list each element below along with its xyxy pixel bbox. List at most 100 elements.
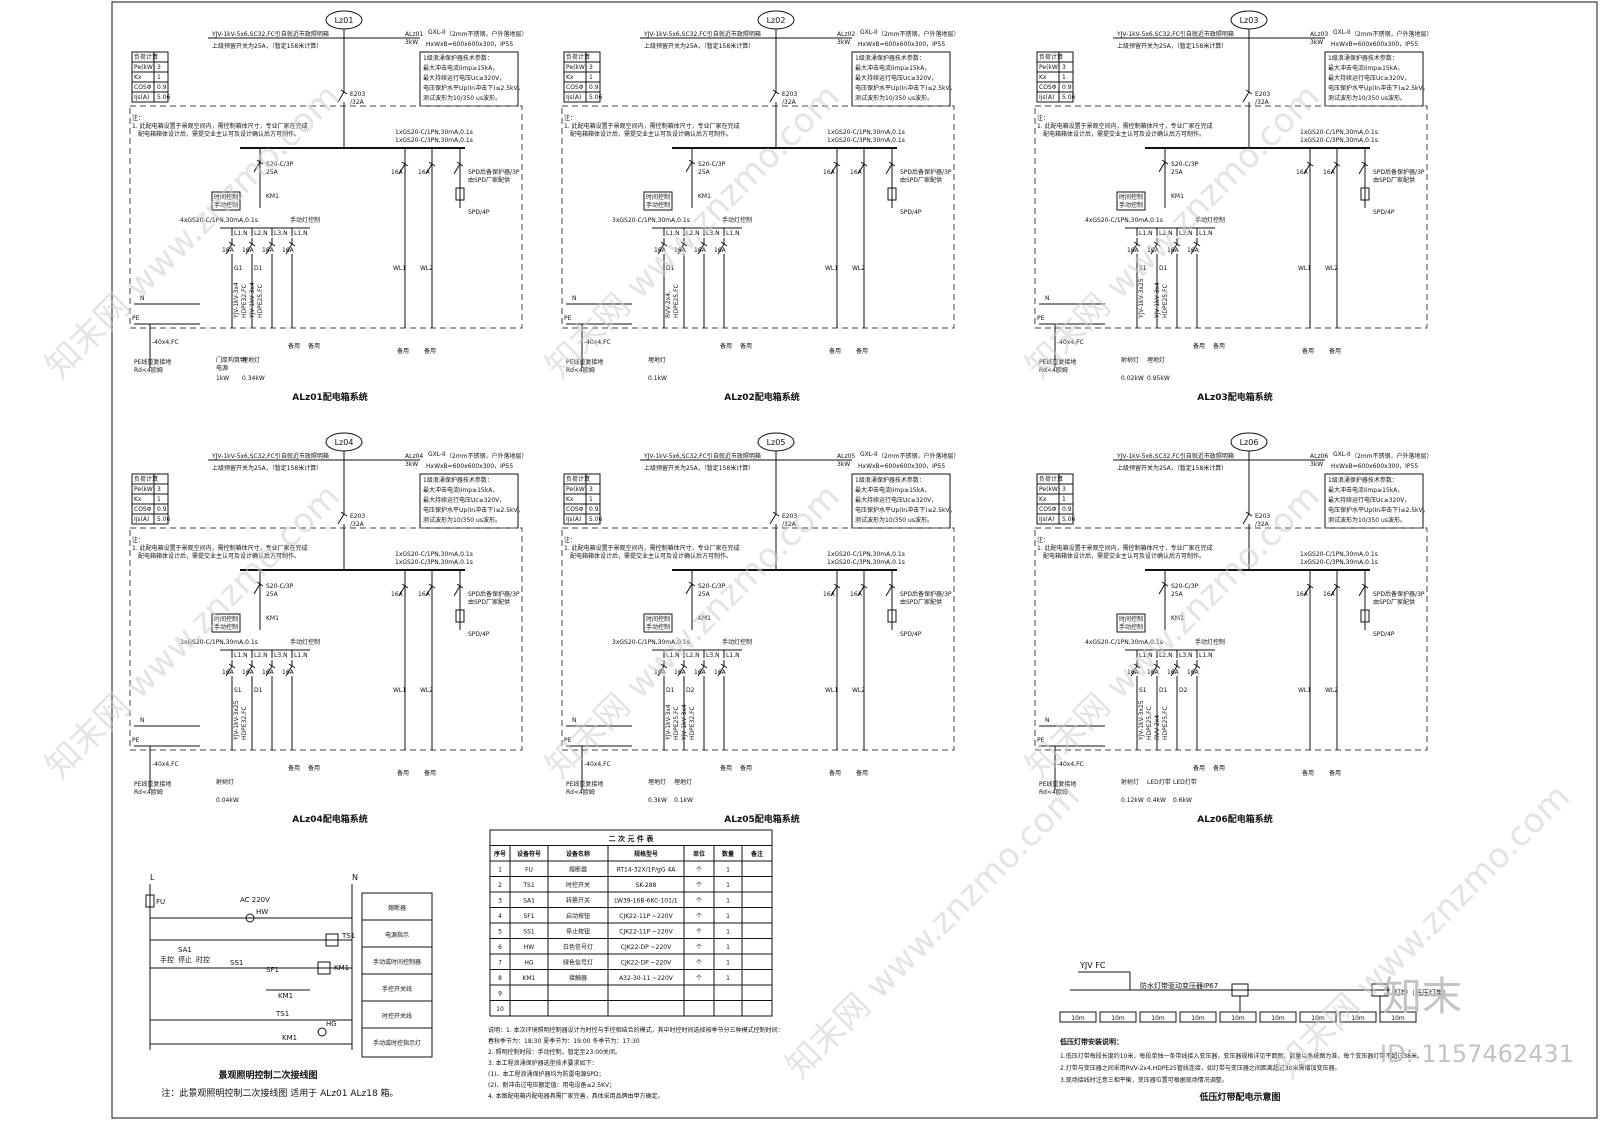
box-title: ALz05配电箱系统 [724,813,799,825]
phase-label: L1,N [666,652,680,659]
load-value: 1 [157,496,161,503]
circuit-code: S1 [234,687,242,694]
table-cell: 1 [726,960,730,967]
spare-label: 备用 [720,764,732,772]
cable-label: HDPE32,FC [241,284,248,318]
table-cell: 接触器 [569,974,587,982]
wl-breaker-blade [830,163,838,175]
box-dims-label: HxWxB=600x600x300，IP55 [858,41,945,48]
load-key: Kx [566,74,574,81]
wl-breaker-cross [833,583,841,589]
wl-label: WL2 [852,265,865,272]
load-name: 射树灯 [1121,778,1139,786]
wl-label: WL1 [1298,687,1311,694]
wl-breaker-blade [425,163,433,175]
spd-note-line: 最大冲击电流Iimp≥15kA， [1328,486,1403,494]
spd-notes-box [851,473,951,529]
box-power-label: 3kW [837,39,850,46]
spare-label: 备用 [1302,769,1314,777]
segment-label: 10m [1071,1015,1085,1022]
load-value: 5.06 [1062,516,1076,523]
segment-label: 10m [1231,1015,1245,1022]
main-breaker-cross [772,89,780,95]
table-note: 2. 照明控制时段：手动控制，暂定至23:00关闭。 [488,1048,621,1056]
timer-control-box [643,613,673,633]
earth-flat-label: -40x4,FC [1057,339,1084,346]
table-cell: HW [524,944,535,951]
ts1-contact-label: TS1 [275,1010,289,1018]
earth-note: PE线重复接地 [1039,358,1076,366]
branch-breaker-blade [285,243,293,255]
n-label: N [1045,295,1050,302]
main-breaker-model: E203 [782,91,797,98]
timer-label: 时间控制 [214,615,238,623]
main-breaker-blade [1242,513,1250,525]
load-key: Ijs(A) [566,94,581,101]
load-key: 负荷计算 [566,475,590,483]
main-breaker-blade [769,91,777,103]
fuse-symbol [145,894,155,908]
box-lz02: Lz02YJV-1kV-5x6,SC32,FC引自就近市政照明箱上级预留开关为2… [561,10,960,403]
spd-backup-label: SPD后备保护器/3P [468,168,520,176]
lv-notes-title: 低压灯带安装说明： [1059,1037,1123,1046]
load-key: 负荷计算 [566,53,590,61]
enclosure-outline [561,527,955,751]
main-breaker-cross [340,511,348,517]
wl-label: WL2 [852,687,865,694]
watermark-text: 知末网 www.znzmo.com [38,477,348,787]
upper-breaker-label: 上级预留开关为25A，（暂定158米计算） [644,464,754,472]
spd-note-line: 电压保护水平Up(In冲击下)≤2.5kV， [1328,84,1429,92]
spd-note-line: 1级浪涌保护器技术参数： [855,476,925,484]
main-breaker-cross [340,89,348,95]
wl-amp: 16A [823,591,836,598]
contactor-breaker-cross [256,581,264,587]
contactor-breaker-blade [685,583,693,595]
spare-label: 备用 [308,764,320,772]
earth-note: PE线重复接地 [566,780,603,788]
km1-label: KM1 [266,615,279,622]
enclosure-outline [129,527,523,751]
load-key: Ijs(A) [1039,516,1054,523]
spare-label: 备用 [1213,764,1225,772]
branch-rcbo-label: 1xGS20-C/1PN,30mA,0.1s [827,551,905,558]
table-cell: 3 [498,898,502,905]
spd-supplier-label: 由SPD厂家配供 [468,598,510,606]
contactor-breaker-rating: 25A [1171,169,1184,176]
contactor-breaker-model: S20-C/3P [266,161,294,168]
branch-rcbo-label: 1xGS20-C/3PN,30mA,0.1s [827,137,905,144]
strip-segment [1299,1011,1337,1023]
ts1-label: TS1 [341,932,355,940]
cable-label: HDPE25,FC [1162,284,1169,318]
load-value: 0.9 [1062,506,1072,513]
spd-note-line: 1级浪涌保护器技术参数： [855,54,925,62]
note-title: 注： [1037,536,1049,544]
phase-label: L1,N [1199,230,1213,237]
phase-label: L2,N [686,652,700,659]
control-footnote: 注：此景观照明控制二次接线图 适用于 ALz01 ALz18 箱。 [161,1087,398,1099]
manual-control-label: 手动灯控制 [722,216,752,224]
spare-label: 备用 [1329,769,1341,777]
load-value: 3 [589,64,593,71]
segment-label: 10m [1191,1015,1205,1022]
spd-backup-breaker-blade [885,163,893,175]
wl-breaker-cross [833,161,841,167]
branch-breaker-cross [660,663,668,669]
spd-backup-label: SPD后备保护器/3P [900,168,952,176]
table-cell: LW39-16B-6KC-101/1 [614,898,678,905]
branch-amp: 16A [1127,247,1140,254]
load-value: 5.06 [589,516,603,523]
lv-cable-label: YJV FC [1079,961,1106,970]
branch-breaker-cross [268,663,276,669]
table-cell: 个 [696,898,702,905]
spd-notes-box [851,51,951,107]
load-key: COSΦ [134,84,152,91]
load-key: Ijs(A) [134,94,149,101]
load-power: 0.12kW [1121,797,1144,804]
load-power: 1kW [216,375,229,382]
branch-amp: 16A [694,669,707,676]
cable-label: HDPE25,FC [673,706,680,740]
note-line: 1. 此配电箱设置于景观空间内，需控制箱体尺寸，专业厂家在完成 [132,544,308,552]
phase-label: L1,N [1199,652,1213,659]
load-value: 3 [157,64,161,71]
